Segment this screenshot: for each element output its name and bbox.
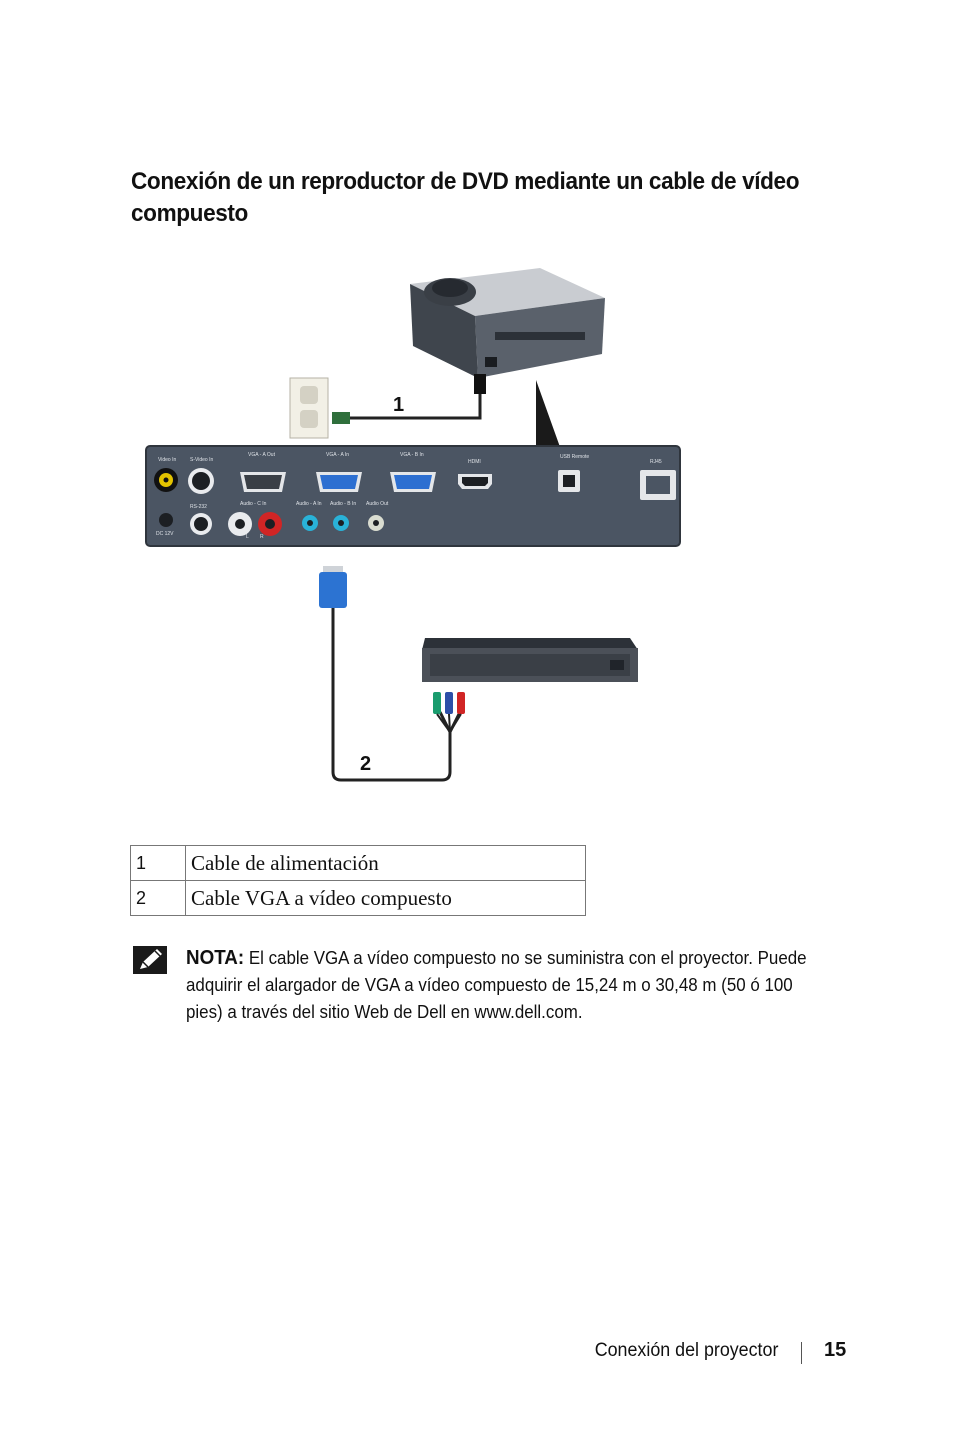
port-label-audio-out: Audio Out xyxy=(366,501,389,507)
port-label-vga-b-in: VGA - B In xyxy=(400,452,424,458)
port-label-video-in: Video In xyxy=(158,457,176,463)
footer-divider xyxy=(801,1342,802,1364)
legend-text: Cable VGA a vídeo compuesto xyxy=(185,880,586,916)
port-label-vga-a-out: VGA - A Out xyxy=(248,452,276,458)
pencil-note-icon xyxy=(133,946,167,974)
port-label-rs232: RS-232 xyxy=(190,504,207,510)
power-connector xyxy=(474,374,486,394)
port-label-r: R xyxy=(260,534,264,540)
table-row: 2 Cable VGA a vídeo compuesto xyxy=(130,880,586,916)
legend-table: 1 Cable de alimentación 2 Cable VGA a ví… xyxy=(130,845,586,916)
vga-plug xyxy=(319,566,347,608)
port-label-svideo-in: S-Video In xyxy=(190,457,213,463)
port-label-audio-b-in: Audio - B In xyxy=(330,501,356,507)
rca-plugs xyxy=(433,692,465,733)
port-label-hdmi: HDMI xyxy=(468,459,481,465)
rear-panel: Video In S-Video In VGA - A Out VGA - A … xyxy=(145,445,681,547)
page-number: 15 xyxy=(824,1339,847,1361)
callout-1: 1 xyxy=(393,394,404,416)
note-paragraph: NOTA: El cable VGA a vídeo compuesto no … xyxy=(186,945,825,1026)
port-label-l: L xyxy=(246,534,249,540)
page-footer: Conexión del proyector 15 xyxy=(560,1338,860,1366)
port-label-vga-a-in: VGA - A In xyxy=(326,452,349,458)
note-text: El cable VGA a vídeo compuesto no se sum… xyxy=(186,948,807,1022)
legend-text: Cable de alimentación xyxy=(185,845,586,881)
port-label-audio-a-in: Audio - A In xyxy=(296,501,322,507)
callout-2: 2 xyxy=(360,753,371,775)
port-label-usb-remote: USB Remote xyxy=(560,454,589,460)
footer-section-title: Conexión del proyector xyxy=(594,1340,778,1361)
legend-number: 1 xyxy=(130,845,186,881)
port-label-dc-12v: DC 12V xyxy=(156,531,174,537)
port-label-rj45: RJ45 xyxy=(650,459,662,465)
projector-illustration xyxy=(410,268,605,378)
connection-diagram: 1 Video In S-Video In VGA - A Out VGA - … xyxy=(145,268,681,782)
power-plug xyxy=(332,412,350,424)
note-text-end: . xyxy=(577,1002,583,1022)
callout-pointer xyxy=(536,380,560,447)
legend-number: 2 xyxy=(130,880,186,916)
note-label: NOTA: xyxy=(186,947,245,969)
power-cable xyxy=(345,374,482,420)
dvd-player-illustration xyxy=(422,638,638,682)
table-row: 1 Cable de alimentación xyxy=(130,845,586,881)
dell-website-link[interactable]: www.dell.com xyxy=(474,1002,578,1022)
port-label-audio-c-in: Audio - C In xyxy=(240,501,267,507)
section-heading: Conexión de un reproductor de DVD median… xyxy=(131,168,800,227)
wall-outlet-illustration xyxy=(289,377,329,439)
